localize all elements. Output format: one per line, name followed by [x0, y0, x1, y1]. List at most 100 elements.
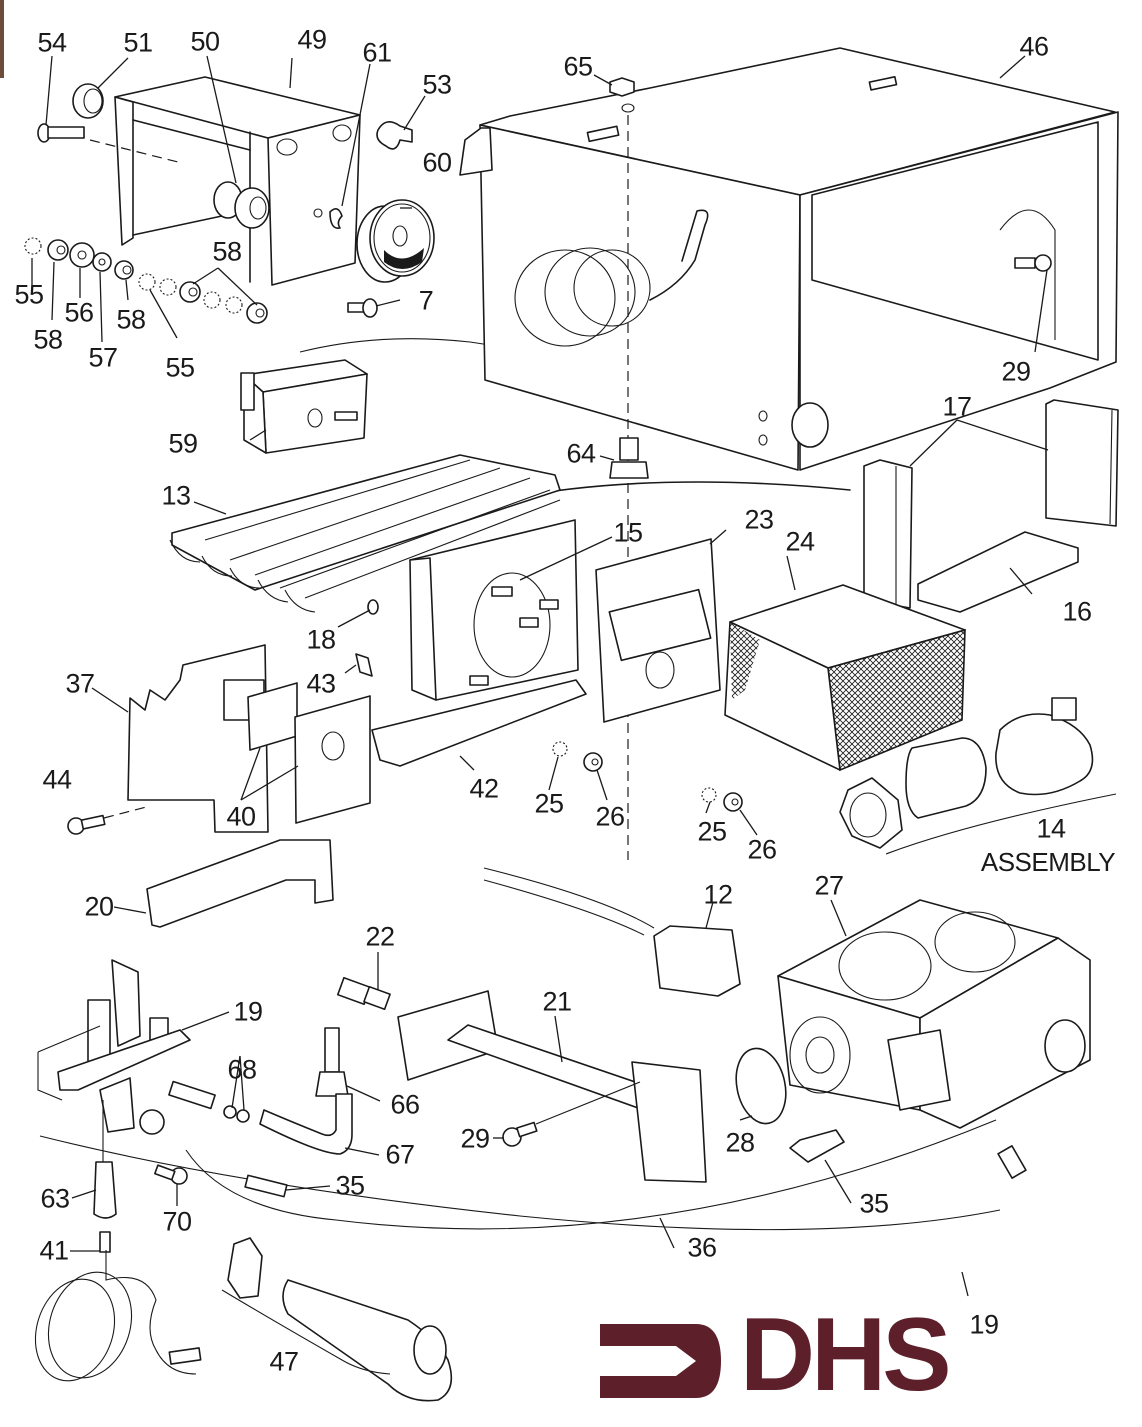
callout-23: 23 [744, 504, 774, 535]
part-70-screw [154, 1164, 188, 1185]
callout-56: 56 [64, 297, 94, 328]
callout-28: 28 [725, 1127, 755, 1158]
part-47-igniter [221, 1237, 453, 1402]
callout-49: 49 [297, 24, 327, 55]
callout-37: 37 [65, 668, 95, 699]
part-60-dial [356, 199, 435, 283]
callout-19a: 19 [233, 996, 263, 1027]
callout-51: 51 [123, 27, 153, 58]
parts-68-66-67 [168, 1027, 353, 1155]
part-15-bracket [367, 519, 579, 701]
thermocouple-end [997, 1145, 1027, 1179]
callout-50: 50 [190, 26, 220, 57]
assembly-label: ASSEMBLY [980, 847, 1116, 877]
callout-59: 59 [168, 428, 198, 459]
part-49-bracket [89, 76, 361, 286]
part-7-screw [347, 298, 378, 318]
callout-29b: 29 [460, 1123, 490, 1154]
part-35-fitting-b [789, 1129, 845, 1163]
callout-58a: 58 [33, 324, 63, 355]
callout-26b: 26 [747, 834, 777, 865]
part-28-oring [735, 1047, 787, 1125]
callout-61: 61 [362, 37, 392, 68]
part-54-screw [37, 123, 85, 143]
callout-14: 14 [1036, 813, 1066, 844]
callout-41: 41 [39, 1235, 69, 1266]
leader-lines [31, 55, 1049, 1297]
callout-25a: 25 [534, 788, 564, 819]
part-24-mesh-box [724, 584, 966, 772]
part-42-rail [371, 679, 587, 767]
callout-35a: 35 [335, 1170, 365, 1201]
part-53-clip [376, 121, 413, 150]
part-46-chamber [459, 47, 1119, 471]
callout-19b: 19 [969, 1309, 999, 1340]
dhs-logo-text: DHS [740, 1297, 952, 1413]
callout-65: 65 [563, 51, 593, 82]
callout-22: 22 [365, 921, 395, 952]
part-19-pilot [37, 959, 191, 1135]
callout-44: 44 [42, 764, 72, 795]
callout-16: 16 [1062, 596, 1092, 627]
part-41-wire [34, 1231, 202, 1382]
part-27-gas-valve [777, 899, 1091, 1129]
part-20-bracket [146, 839, 334, 928]
callout-60: 60 [422, 147, 452, 178]
callout-42: 42 [469, 773, 499, 804]
callout-7: 7 [418, 285, 434, 316]
callout-29a: 29 [1001, 356, 1031, 387]
callout-15: 15 [613, 517, 643, 548]
callout-35b: 35 [859, 1188, 889, 1219]
part-40-shields [247, 682, 371, 824]
part-21-pipe [397, 990, 707, 1183]
callout-67: 67 [385, 1139, 415, 1170]
callout-66: 66 [390, 1089, 420, 1120]
callout-47: 47 [269, 1346, 299, 1377]
callout-58c: 58 [212, 236, 242, 267]
callout-17: 17 [942, 391, 972, 422]
callout-20: 20 [84, 891, 114, 922]
callout-12: 12 [703, 879, 733, 910]
callout-53: 53 [422, 69, 452, 100]
washer-nut-row [24, 237, 268, 324]
callout-36: 36 [687, 1232, 717, 1263]
callout-63: 63 [40, 1183, 70, 1214]
callout-70: 70 [162, 1206, 192, 1237]
callout-57: 57 [88, 342, 118, 373]
part-12-connector [483, 867, 741, 997]
part-29-screw-lower [502, 1081, 641, 1147]
callout-25b: 25 [697, 816, 727, 847]
part-51-nut [72, 83, 104, 119]
part-63-sleeve [93, 1100, 117, 1219]
callout-26a: 26 [595, 801, 625, 832]
thermocouple-19 [39, 1135, 1001, 1231]
part-64-nipple [609, 437, 649, 479]
callout-24: 24 [785, 526, 815, 557]
callout-55b: 55 [165, 352, 195, 383]
part-23-plate [595, 538, 721, 723]
part-13-burner [169, 454, 561, 613]
part-59-thermostat [240, 359, 368, 454]
part-22-fitting [336, 976, 391, 1011]
callout-68: 68 [227, 1054, 257, 1085]
callout-27: 27 [814, 870, 844, 901]
dhs-logo-arrow-icon [600, 1324, 721, 1398]
part-44-screw [67, 805, 151, 835]
part-14-assembly [839, 697, 1117, 855]
scan-edge [0, 0, 4, 78]
callout-43: 43 [306, 668, 336, 699]
washer-nut-pair-a [552, 741, 603, 772]
callout-18: 18 [306, 624, 336, 655]
callout-58b: 58 [116, 304, 146, 335]
washer-nut-pair-b [701, 787, 743, 812]
part-65-nut [609, 77, 635, 860]
callout-13: 13 [161, 480, 191, 511]
callout-54: 54 [37, 27, 67, 58]
callout-46: 46 [1019, 31, 1049, 62]
part-50-connector [213, 181, 270, 229]
part-35-fitting-a [244, 1174, 288, 1198]
callout-55a: 55 [14, 279, 44, 310]
callout-64: 64 [566, 438, 596, 469]
